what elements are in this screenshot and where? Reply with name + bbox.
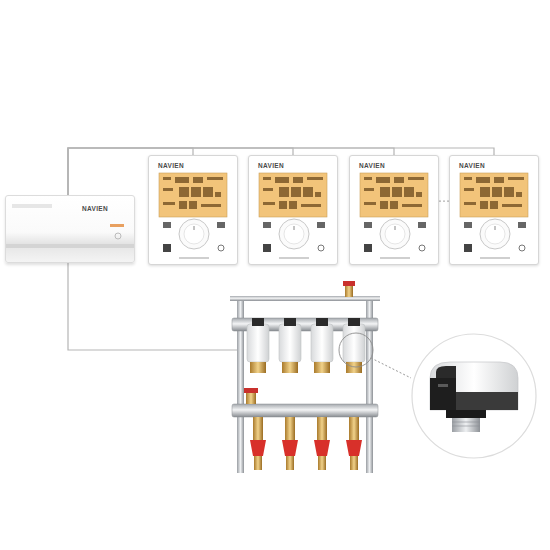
bus-wire: [439, 201, 449, 202]
valve-body: [285, 417, 295, 443]
actuator-cap: [252, 318, 264, 326]
brass-nut: [314, 362, 330, 373]
manifold: [230, 281, 380, 473]
room-thermostat: NAVIEN: [449, 155, 539, 265]
actuator-cap: [348, 318, 360, 326]
actuator: [247, 324, 269, 362]
valve-outlet: [254, 456, 262, 470]
brass-nut: [282, 362, 298, 373]
zoom-ring: [339, 333, 373, 367]
brand-label: NAVIEN: [359, 162, 385, 169]
brass-nut: [346, 362, 362, 373]
valve-handle: [346, 440, 362, 456]
brass-nut: [250, 362, 266, 373]
brand-label: NAVIEN: [258, 162, 284, 169]
valve-body: [349, 417, 359, 443]
brand-label: NAVIEN: [158, 162, 184, 169]
valve-handle: [314, 440, 330, 456]
actuator-closeup: [412, 334, 536, 458]
device-face: [350, 156, 438, 264]
actuator: [343, 324, 365, 362]
actuator-cap: [316, 318, 328, 326]
room-thermostat: NAVIEN: [349, 155, 439, 265]
actuator-cap: [284, 318, 296, 326]
leader-line: [371, 358, 411, 378]
boiler-unit: NAVIEN: [5, 195, 135, 263]
valve-handle: [282, 440, 298, 456]
actuator: [311, 324, 333, 362]
valve-outlet: [350, 456, 358, 470]
valve-outlet: [286, 456, 294, 470]
brand-label: NAVIEN: [459, 162, 485, 169]
actuator: [279, 324, 301, 362]
valve-outlet: [318, 456, 326, 470]
brand-label: NAVIEN: [82, 205, 108, 212]
device-face: [149, 156, 237, 264]
control-wire: [68, 262, 237, 350]
device-face: [6, 196, 134, 262]
device-face: [249, 156, 337, 264]
room-thermostat: NAVIEN: [148, 155, 238, 265]
device-face: [450, 156, 538, 264]
valve-body: [317, 417, 327, 443]
valve-handle: [250, 440, 266, 456]
room-thermostat: NAVIEN: [248, 155, 338, 265]
valve-body: [253, 417, 263, 443]
